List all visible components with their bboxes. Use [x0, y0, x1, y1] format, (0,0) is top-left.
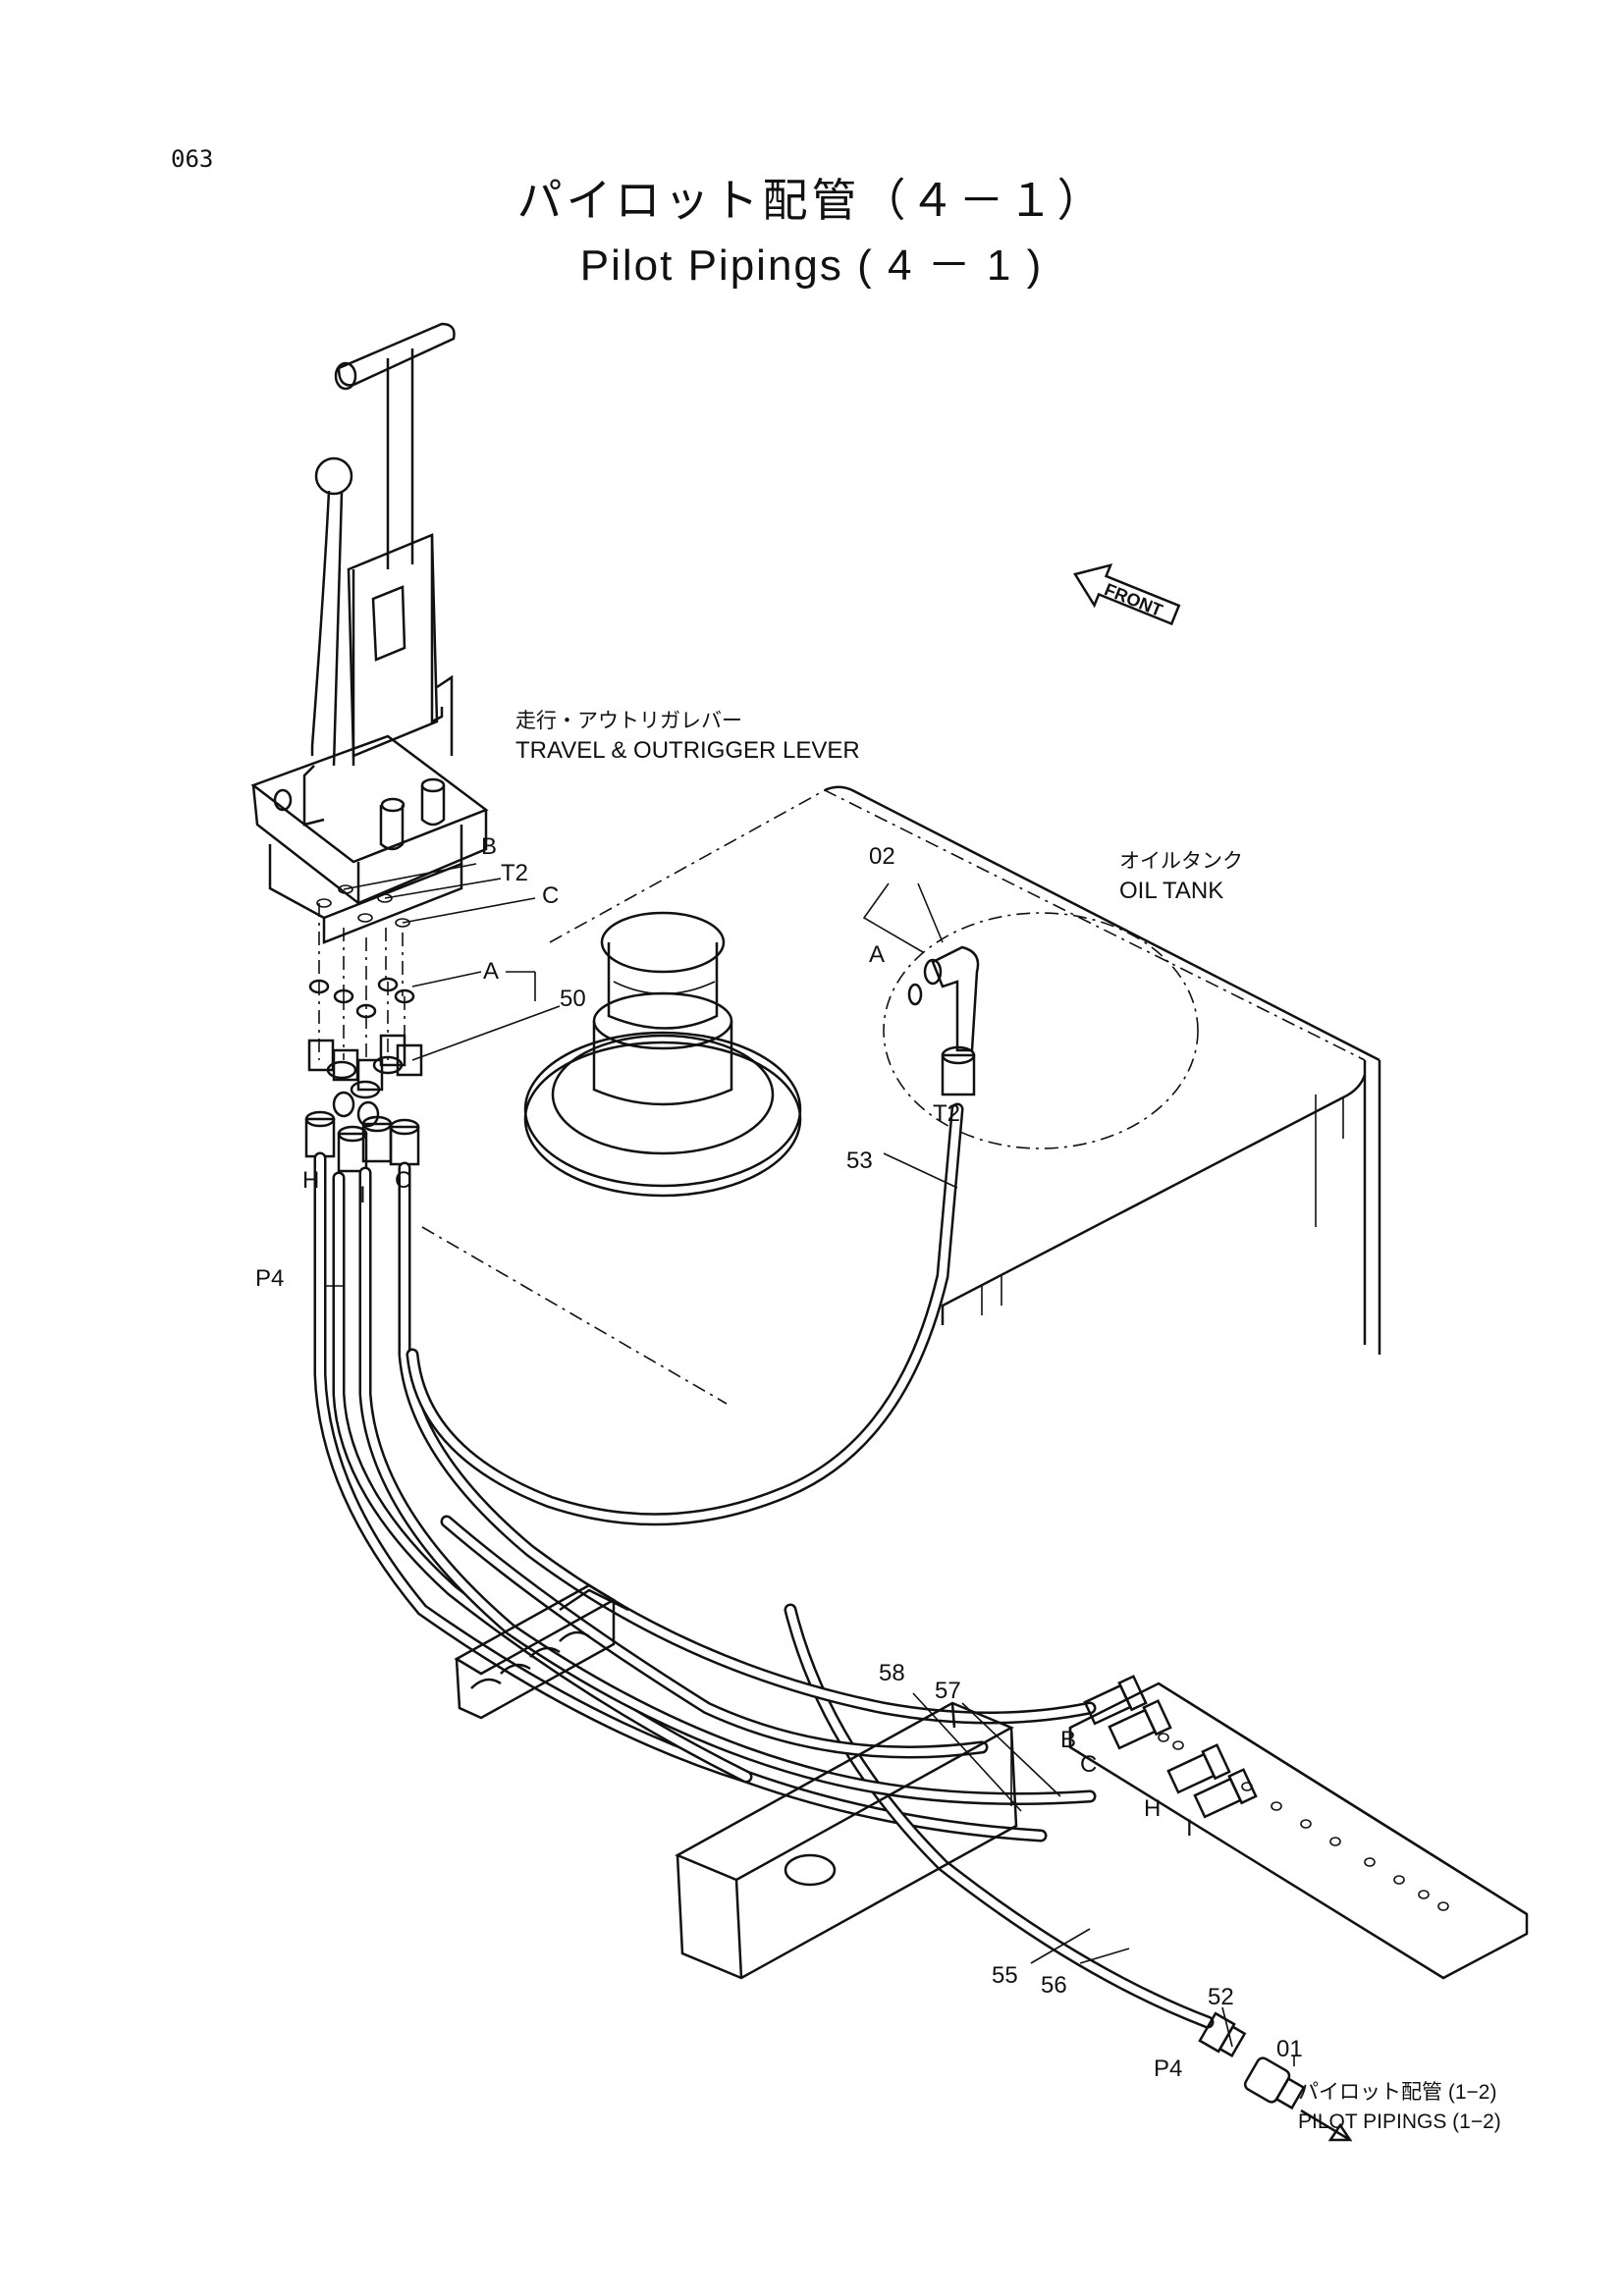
- port-label-t2: T2: [501, 860, 528, 886]
- port-label-p4: P4: [255, 1265, 284, 1292]
- title-english: Pilot Pipings ( 4 － 1 ): [579, 241, 1044, 290]
- port-label-b-bulkhead: B: [1060, 1727, 1076, 1753]
- port-label-i: I: [359, 1182, 366, 1208]
- port-label-p4-end: P4: [1154, 2056, 1182, 2082]
- bulkhead-fittings: [1083, 1675, 1258, 1819]
- port-label-a-tank: A: [869, 941, 885, 968]
- leader-lines: [324, 863, 1295, 2066]
- hoses: [313, 1102, 1215, 2029]
- end-fitting-assembly: [1198, 2011, 1353, 2142]
- o-rings: [308, 977, 415, 1019]
- front-arrow: FRONT: [1073, 563, 1181, 626]
- port-label-i-bulkhead: I: [1186, 1815, 1193, 1842]
- oil-tank: [421, 785, 1381, 1405]
- port-label-a: A: [483, 958, 499, 985]
- tank-elbow-fitting: [907, 945, 980, 1096]
- part-number-53: 53: [846, 1148, 873, 1174]
- hose-clamp: [454, 1583, 629, 1720]
- tank-label-en: OIL TANK: [1119, 878, 1223, 904]
- port-leaders: [318, 903, 406, 1060]
- adapters: [307, 1034, 423, 1128]
- port-label-h-bulkhead: H: [1144, 1795, 1161, 1822]
- page-number: 063: [171, 145, 214, 173]
- port-label-c-hose: C: [395, 1167, 411, 1194]
- part-number-50: 50: [560, 986, 586, 1012]
- port-label-t2-tank: T2: [933, 1100, 960, 1127]
- bulkhead-plate: [675, 1701, 1018, 1980]
- part-number-57: 57: [935, 1678, 961, 1704]
- tank-top-cover: [883, 912, 1199, 1149]
- ref-label-jp: パイロット配管 (1−2): [1298, 2081, 1496, 2104]
- port-label-c: C: [542, 882, 559, 909]
- part-number-55: 55: [992, 1962, 1018, 1989]
- port-label-h: H: [302, 1167, 319, 1194]
- travel-outrigger-lever: [250, 322, 489, 944]
- port-label-c-bulkhead: C: [1080, 1751, 1097, 1778]
- filler-cap: [523, 911, 802, 1198]
- title-japanese: パイロット配管（４－１）: [516, 174, 1107, 227]
- part-number-58: 58: [879, 1660, 905, 1686]
- tank-label-jp: オイルタンク: [1119, 850, 1243, 873]
- part-number-56: 56: [1041, 1972, 1067, 1999]
- part-number-01: 01: [1276, 2036, 1303, 2062]
- lever-label-en: TRAVEL & OUTRIGGER LEVER: [515, 737, 860, 764]
- mounting-bracket: [1068, 1682, 1529, 1980]
- lever-label-jp: 走行・アウトリガレバー: [515, 710, 742, 732]
- port-label-b: B: [481, 833, 497, 860]
- callout-texts: 走行・アウトリガレバー TRAVEL & OUTRIGGER LEVER オイル…: [255, 710, 1501, 2133]
- ref-label-en: PILOT PIPINGS (1−2): [1298, 2110, 1501, 2133]
- part-number-52: 52: [1208, 1984, 1234, 2010]
- front-label: FRONT: [1102, 579, 1165, 620]
- part-number-02: 02: [869, 843, 895, 870]
